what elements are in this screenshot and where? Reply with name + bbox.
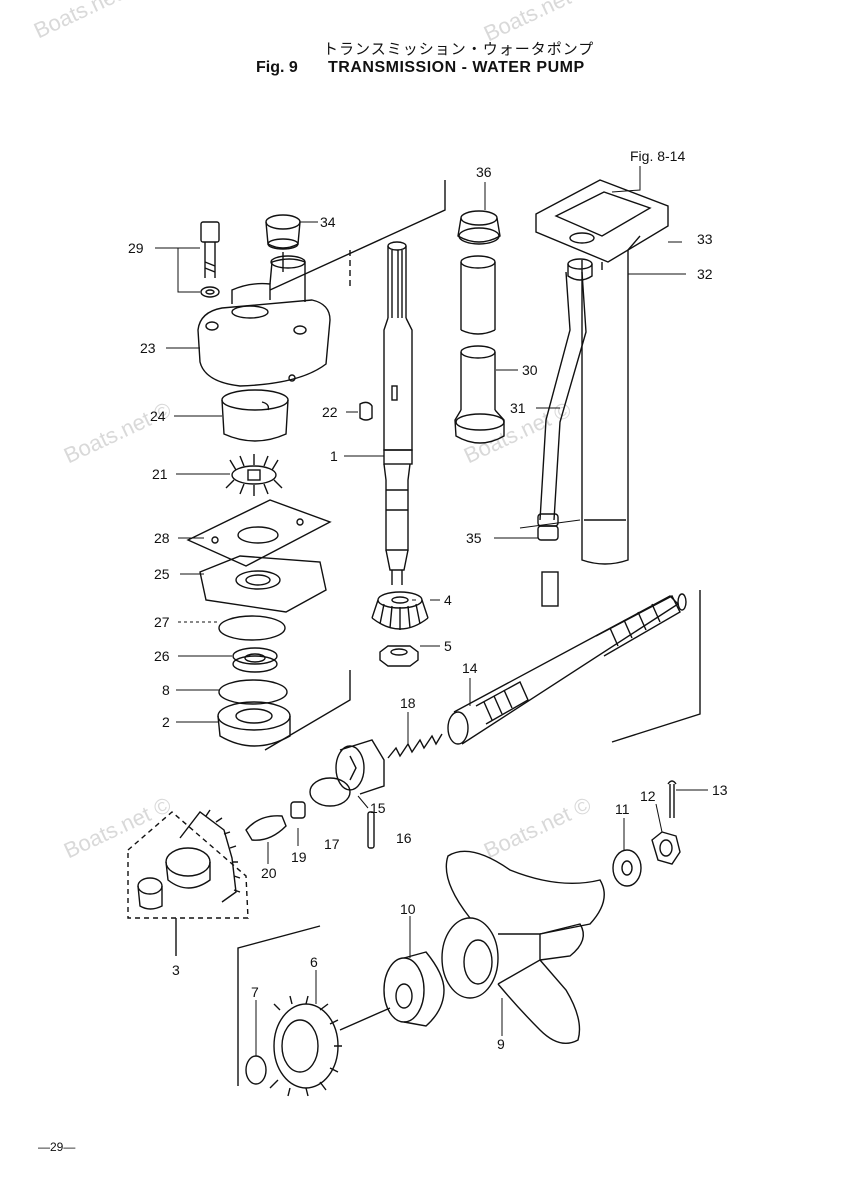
callout-7: 7 — [251, 984, 259, 1000]
spring-part-18 — [387, 733, 443, 759]
callout-24: 24 — [150, 408, 166, 424]
callout-9: 9 — [497, 1036, 505, 1052]
callout-13: 13 — [712, 782, 728, 798]
callout-leader — [339, 1007, 391, 1031]
callout-8: 8 — [162, 682, 170, 698]
gasket-part-28 — [186, 499, 332, 567]
callout-3: 3 — [172, 962, 180, 978]
callout-5: 5 — [444, 638, 452, 654]
callout-leaders — [155, 166, 708, 1056]
nut-part-5 — [379, 645, 419, 667]
callout-2: 2 — [162, 714, 170, 730]
pinion-gear-part-4 — [371, 591, 429, 630]
drive-shaft-part-1 — [383, 241, 413, 585]
plunger-part-19 — [290, 801, 306, 819]
callout-30: 30 — [522, 362, 538, 378]
callout-15: 15 — [370, 800, 386, 816]
callout-32: 32 — [697, 266, 713, 282]
callout-19: 19 — [291, 849, 307, 865]
callout-10: 10 — [400, 901, 416, 917]
impeller-part-21 — [225, 454, 283, 496]
group-frame-line — [264, 670, 351, 751]
thrust-ring-part-7 — [245, 1055, 267, 1085]
callout-36: 36 — [476, 164, 492, 180]
callout-29: 29 — [128, 240, 144, 256]
water-tube-part-30 — [454, 255, 505, 444]
cotter-pin-part-13 — [667, 780, 677, 818]
water-pipe-part-31 — [539, 271, 587, 521]
insert-cartridge-part-24 — [221, 389, 289, 442]
grommet-part-32 — [567, 258, 593, 281]
callout-17: 17 — [324, 836, 340, 852]
callout-35: 35 — [466, 530, 482, 546]
callout-25: 25 — [154, 566, 170, 582]
pump-housing-part-23 — [197, 255, 331, 387]
callout-11: 11 — [615, 801, 630, 817]
oil-seal-part-26 — [232, 647, 278, 673]
callout-31: 31 — [510, 400, 526, 416]
callout-23: 23 — [140, 340, 156, 356]
grommet-part-35 — [519, 513, 581, 607]
callout-16: 16 — [396, 830, 412, 846]
bearing-housing-part-2 — [217, 701, 291, 747]
callout-22: 22 — [322, 404, 338, 420]
pin-part-16 — [367, 811, 375, 849]
bolt-part-29 — [200, 221, 220, 298]
callout-4: 4 — [444, 592, 452, 608]
propeller-part-9 — [441, 850, 605, 1044]
clutch-dog-part-15 — [335, 739, 385, 795]
group-frame-line — [269, 180, 446, 291]
water-tube-seal-part-36 — [457, 210, 501, 245]
reverse-gear-part-3 — [127, 809, 249, 919]
callout-18: 18 — [400, 695, 416, 711]
key-part-22 — [359, 401, 373, 421]
callout-12: 12 — [640, 788, 656, 804]
o-ring-part-27 — [218, 615, 286, 641]
callout-33: 33 — [697, 231, 713, 247]
callout-26: 26 — [154, 648, 170, 664]
washer-part-11 — [612, 849, 642, 887]
exhaust-housing-part-33 — [535, 179, 669, 565]
callout-6: 6 — [310, 954, 318, 970]
thrust-holder-part-10 — [383, 951, 445, 1027]
nut-part-12 — [651, 831, 681, 865]
page-number: —29— — [38, 1140, 76, 1154]
title-english: TRANSMISSION - WATER PUMP — [328, 59, 585, 76]
callout-34: 34 — [320, 214, 336, 230]
cross-reference-label: Fig. 8-14 — [630, 148, 685, 164]
grommet-part-34 — [265, 214, 301, 272]
outer-plate-part-25 — [199, 555, 327, 613]
callout-28: 28 — [154, 530, 170, 546]
title-japanese: トランスミッション・ウォータポンプ — [323, 40, 595, 58]
figure-number: Fig. 9 — [256, 59, 298, 76]
callout-21: 21 — [152, 466, 168, 482]
group-frame-line — [237, 925, 321, 1086]
forward-gear-part-6 — [269, 995, 342, 1097]
callout-20: 20 — [261, 865, 277, 881]
shift-cam-part-20 — [245, 815, 287, 841]
o-ring-part-8 — [218, 679, 288, 705]
propeller-shaft-part-14 — [447, 593, 687, 745]
callout-27: 27 — [154, 614, 170, 630]
group-frame-line — [611, 590, 701, 743]
spring-ring-part-17 — [309, 777, 351, 807]
callout-1: 1 — [330, 448, 338, 464]
callout-14: 14 — [462, 660, 478, 676]
